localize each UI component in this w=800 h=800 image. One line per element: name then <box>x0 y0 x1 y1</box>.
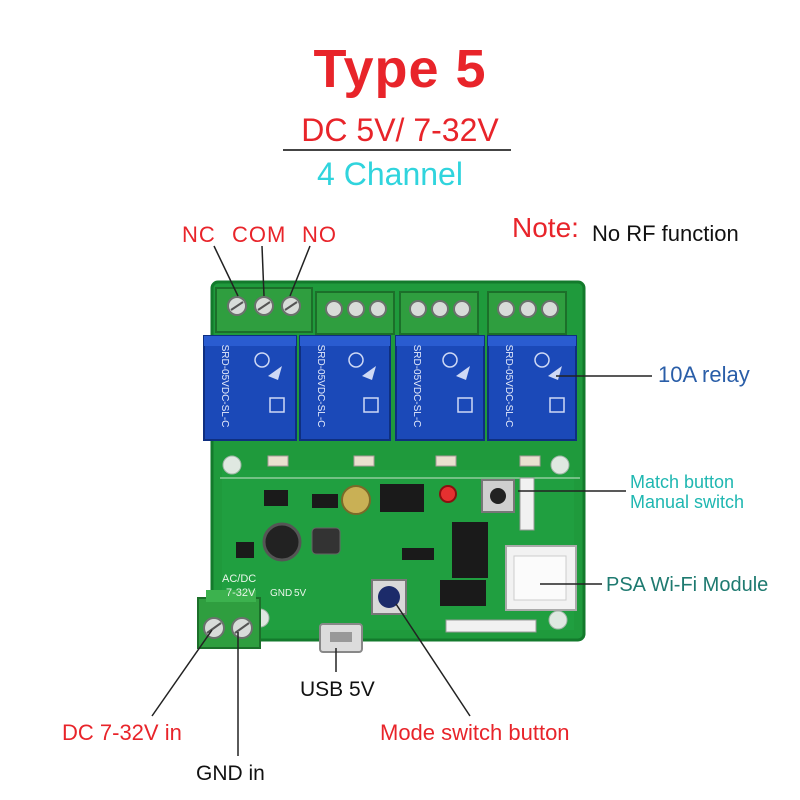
gnd-in-callout: GND in <box>196 762 265 785</box>
note-text: No RF function <box>592 221 739 246</box>
note-label: Note: <box>512 212 579 243</box>
terminal-block-3 <box>399 291 479 335</box>
terminal-label-no: NO <box>302 222 337 247</box>
relays: SRD-05VDC-SL-C SRD-05VDC-SL-C SRD-05VDC-… <box>203 335 577 441</box>
terminal-block-4 <box>487 291 567 335</box>
wifi-module-callout: PSA Wi-Fi Module <box>606 574 769 596</box>
relay-2-model: SRD-05VDC-SL-C <box>315 345 326 428</box>
match-button-callout: Match button <box>630 472 735 492</box>
screw-terminals <box>215 287 567 335</box>
relay-4-model: SRD-05VDC-SL-C <box>503 345 514 428</box>
manual-switch-callout: Manual switch <box>630 492 745 512</box>
terminal-block-2 <box>315 291 395 335</box>
terminal-label-nc: NC <box>182 222 216 247</box>
relay-callout: 10A relay <box>658 362 750 387</box>
usb-callout: USB 5V <box>300 678 375 701</box>
relay-1: SRD-05VDC-SL-C <box>203 335 297 441</box>
subtitle-underline <box>283 149 511 151</box>
silk-gnd: GND <box>270 588 292 599</box>
silk-5v: 5V <box>294 588 307 599</box>
channel-count: 4 Channel <box>317 156 463 192</box>
relay-3-model: SRD-05VDC-SL-C <box>411 345 422 428</box>
relay-3: SRD-05VDC-SL-C <box>395 335 485 441</box>
dc-in-callout: DC 7-32V in <box>62 720 182 745</box>
voltage-subtitle: DC 5V/ 7-32V <box>301 112 499 148</box>
relay-4: SRD-05VDC-SL-C <box>487 335 577 441</box>
silk-voltage: 7-32V <box>226 587 256 599</box>
relay-2: SRD-05VDC-SL-C <box>299 335 391 441</box>
components <box>236 455 577 653</box>
callout-lines <box>151 245 652 756</box>
page-title: Type 5 <box>313 39 487 99</box>
terminal-label-com: COM <box>232 222 287 247</box>
relay-1-model: SRD-05VDC-SL-C <box>219 345 230 428</box>
mode-switch-callout: Mode switch button <box>380 720 570 745</box>
silk-acdc: AC/DC <box>222 573 256 585</box>
power-terminal <box>197 590 261 649</box>
